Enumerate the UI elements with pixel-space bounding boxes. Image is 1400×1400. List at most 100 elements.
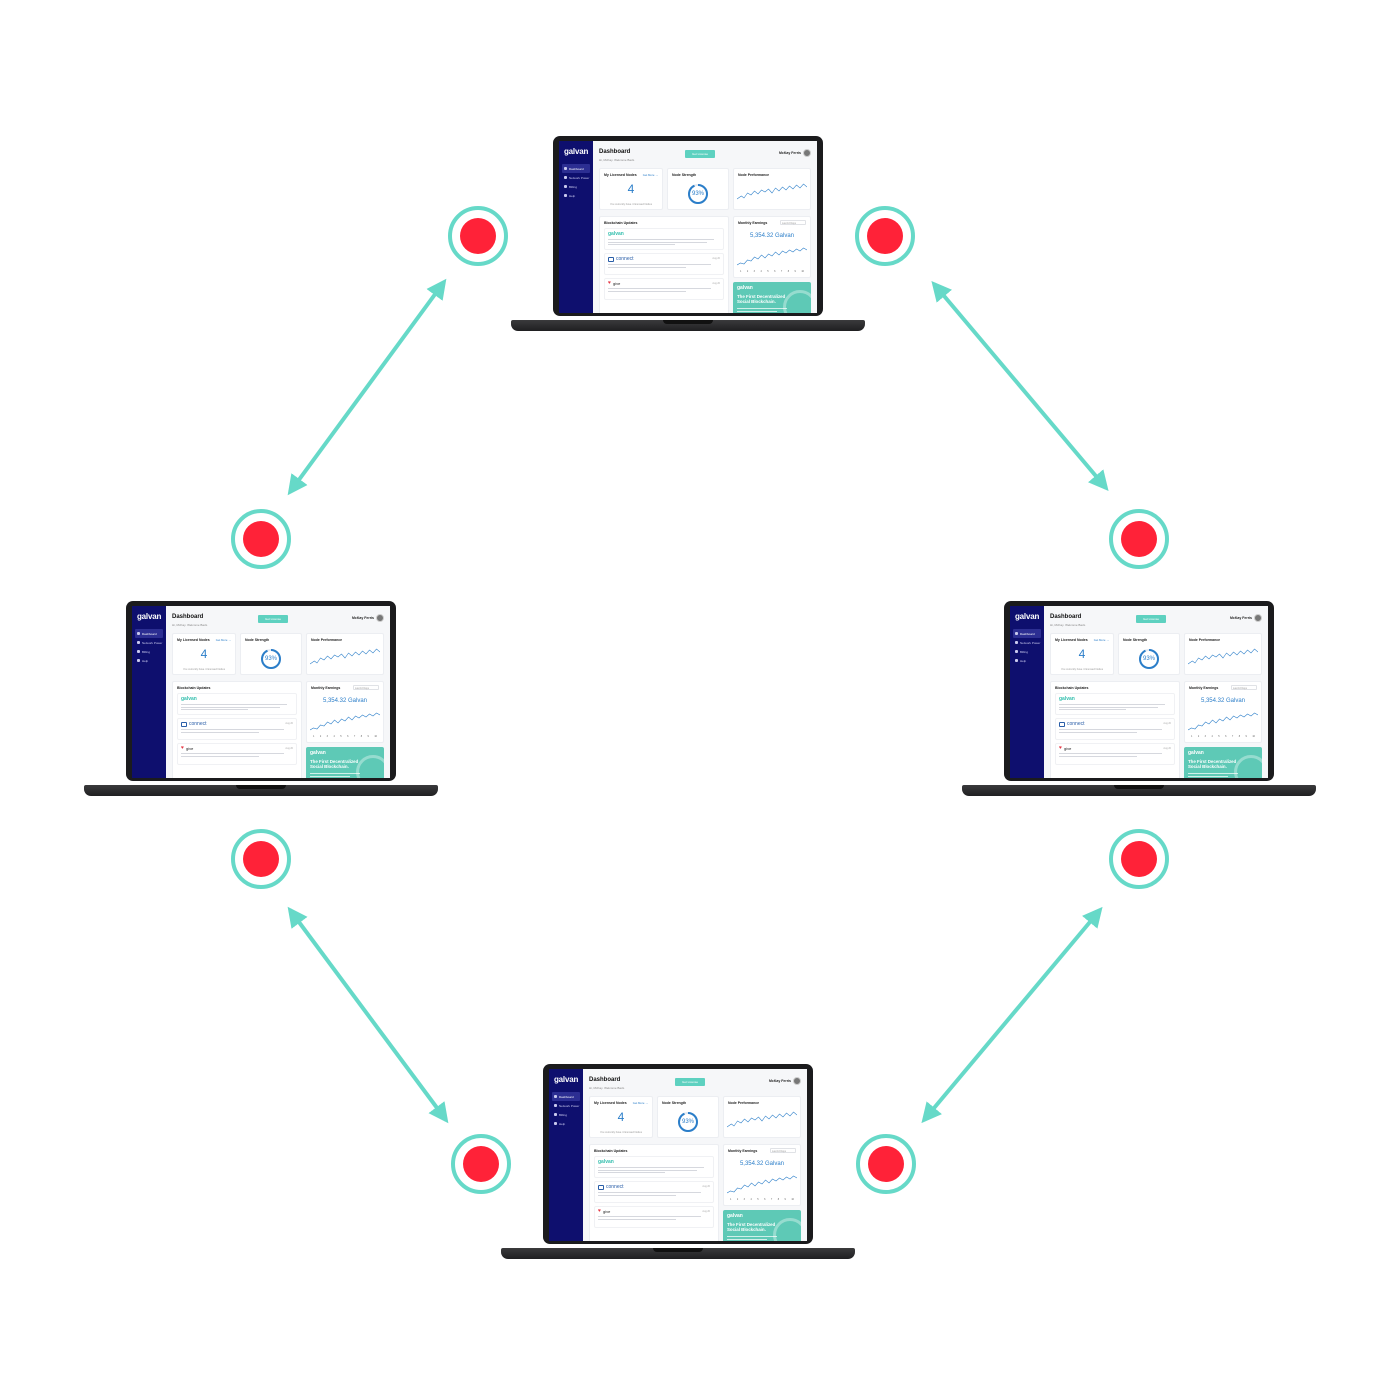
promo-banner[interactable]: galvan The First Decentralized Social Bl… (723, 1210, 801, 1241)
sidebar-item-network-power[interactable]: Network Power (135, 638, 163, 647)
card-title: Node Performance (738, 173, 770, 177)
date-range-select[interactable]: Last 10 Days (353, 685, 379, 690)
user-name: McKay Ferris (352, 616, 374, 620)
licensed-nodes-note: You currently have 4 licensed Nodes (182, 668, 225, 671)
strength-ring (678, 1112, 698, 1132)
monthly-earnings-card: Monthly Earnings Last 10 Days 5,354.32 G… (306, 681, 384, 743)
sidebar-item-network-power[interactable]: Network Power (562, 173, 590, 182)
sidebar-item-help[interactable]: Help (562, 191, 590, 200)
sidebar-item-help[interactable]: Help (1013, 656, 1041, 665)
update-item-galvan[interactable]: galvan (177, 693, 297, 715)
laptop-lid: galvan Dashboard Network Power Billing H… (126, 601, 396, 781)
give-logo: ♥give (608, 280, 621, 287)
sidebar-item-billing[interactable]: Billing (562, 182, 590, 191)
give-logo: ♥give (598, 1208, 611, 1215)
node-strength-value: 93% (681, 1119, 694, 1125)
axis-tick: 5 (340, 735, 342, 738)
strength-ring (1139, 649, 1159, 669)
promo-graphic (356, 755, 384, 778)
sidebar-item-help[interactable]: Help (135, 656, 163, 665)
sidebar-item-billing[interactable]: Billing (135, 647, 163, 656)
connect-icon (1059, 721, 1065, 727)
main-content: Dashboard Hi, McKay. Welcome Back. Get L… (1044, 606, 1268, 778)
laptop-left: galvan Dashboard Network Power Billing H… (84, 601, 438, 801)
give-logo: ♥give (1059, 745, 1072, 752)
get-license-button[interactable]: Get License (258, 615, 288, 623)
promo-banner[interactable]: galvan The First Decentralized Social Bl… (306, 747, 384, 778)
update-item-connect[interactable]: connect Aug 20 (604, 253, 724, 275)
update-item-give[interactable]: ♥give Aug 20 (594, 1206, 714, 1228)
sidebar-item-help[interactable]: Help (552, 1119, 580, 1128)
get-more-link[interactable]: Get More → (632, 1101, 648, 1105)
earnings-chart (310, 712, 380, 731)
sidebar-item-dashboard[interactable]: Dashboard (562, 164, 590, 173)
performance-sparkline (310, 648, 380, 665)
promo-graphic (773, 1218, 801, 1241)
earnings-value: 5,354.32 Galvan (739, 1161, 785, 1167)
get-more-link[interactable]: Get More → (642, 173, 658, 177)
promo-banner[interactable]: galvan The First Decentralized Social Bl… (733, 282, 811, 313)
right-column: Monthly Earnings Last 10 Days 5,354.32 G… (1184, 681, 1262, 778)
update-date: Aug 20 (285, 722, 293, 725)
promo-brand: galvan (1188, 750, 1204, 756)
brand-logo: galvan (137, 612, 162, 621)
update-item-galvan[interactable]: galvan (1055, 693, 1175, 715)
update-item-give[interactable]: ♥give Aug 20 (604, 278, 724, 300)
licensed-nodes-value: 4 (1078, 647, 1086, 661)
get-license-button[interactable]: Get License (685, 150, 715, 158)
avatar[interactable] (793, 1077, 801, 1085)
date-range-select[interactable]: Last 10 Days (770, 1148, 796, 1153)
get-license-button[interactable]: Get License (1136, 615, 1166, 623)
link-top-right-to-mid-right (931, 280, 1109, 492)
card-title: Node Strength (245, 638, 270, 642)
update-item-galvan[interactable]: galvan (594, 1156, 714, 1178)
right-column: Monthly Earnings Last 10 Days 5,354.32 G… (723, 1144, 801, 1241)
node-bottom-left (451, 1134, 511, 1194)
update-item-give[interactable]: ♥give Aug 20 (1055, 743, 1175, 765)
page-title: Dashboard (1050, 614, 1082, 620)
licensed-nodes-card: My Licensed Nodes Get More → 4 You curre… (599, 168, 663, 210)
lower-row: Blockchain Updates galvan connect Aug 20 (599, 216, 811, 313)
sidebar-item-dashboard[interactable]: Dashboard (552, 1092, 580, 1101)
promo-banner[interactable]: galvan The First Decentralized Social Bl… (1184, 747, 1262, 778)
galvan-logo: galvan (181, 696, 197, 702)
sidebar-item-dashboard[interactable]: Dashboard (135, 629, 163, 638)
avatar[interactable] (376, 614, 384, 622)
update-item-connect[interactable]: connect Aug 20 (594, 1181, 714, 1203)
promo-title: The First Decentralized Social Blockchai… (310, 759, 359, 769)
date-range-select[interactable]: Last 10 Days (1231, 685, 1257, 690)
promo-graphic (1234, 755, 1262, 778)
update-item-galvan[interactable]: galvan (604, 228, 724, 250)
update-item-give[interactable]: ♥give Aug 20 (177, 743, 297, 765)
update-date: Aug 20 (1163, 722, 1171, 725)
strength-ring (688, 184, 708, 204)
date-range-select[interactable]: Last 10 Days (780, 220, 806, 225)
link-mid-right-to-bottom-right (921, 906, 1103, 1124)
sidebar: galvan Dashboard Network Power Billing H… (132, 606, 166, 778)
update-item-connect[interactable]: connect Aug 20 (1055, 718, 1175, 740)
get-license-button[interactable]: Get License (675, 1078, 705, 1086)
sidebar-item-billing[interactable]: Billing (552, 1110, 580, 1119)
top-bar: Dashboard Hi, McKay. Welcome Back. Get L… (1050, 611, 1262, 633)
get-more-link[interactable]: Get More → (1093, 638, 1109, 642)
axis-tick: 4 (760, 270, 762, 273)
connect-logo: connect (181, 721, 293, 727)
card-title: My Licensed Nodes (594, 1101, 627, 1105)
get-more-link[interactable]: Get More → (215, 638, 231, 642)
brand-logo: galvan (564, 147, 589, 156)
sidebar-item-dashboard[interactable]: Dashboard (1013, 629, 1041, 638)
axis-tick: 1 (1191, 735, 1193, 738)
card-title: Node Strength (672, 173, 697, 177)
node-bottom-right (856, 1134, 916, 1194)
sidebar-item-network-power[interactable]: Network Power (1013, 638, 1041, 647)
node-strength-value: 93% (264, 656, 277, 662)
avatar[interactable] (803, 149, 811, 157)
sidebar-item-network-power[interactable]: Network Power (552, 1101, 580, 1110)
avatar[interactable] (1254, 614, 1262, 622)
sidebar-item-billing[interactable]: Billing (1013, 647, 1041, 656)
axis-tick: 3 (743, 1198, 745, 1201)
update-item-connect[interactable]: connect Aug 20 (177, 718, 297, 740)
node-top-left (448, 206, 508, 266)
brand-logo: galvan (554, 1075, 579, 1084)
